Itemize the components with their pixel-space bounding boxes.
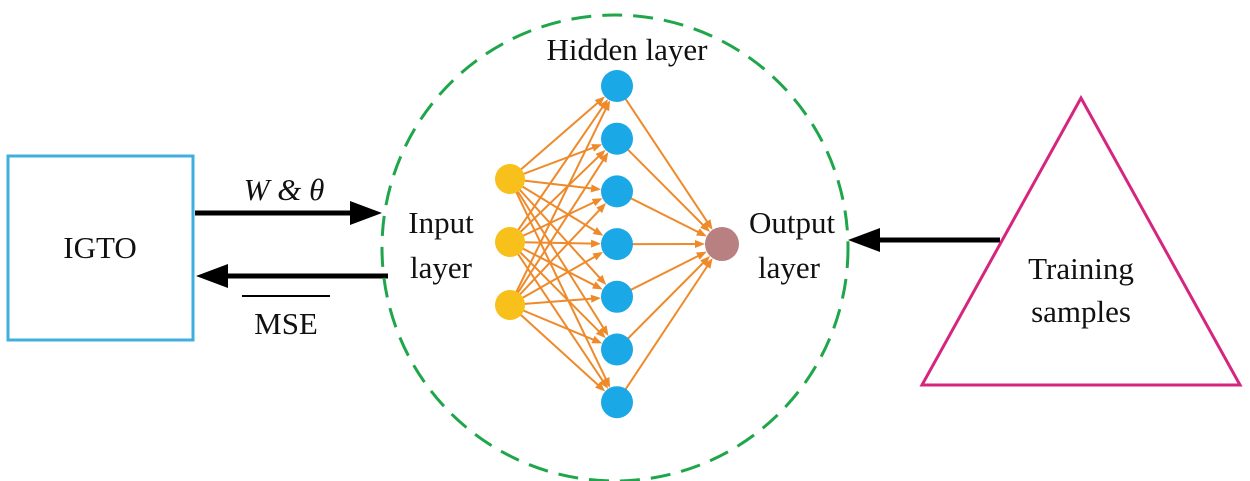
input-node-2 bbox=[495, 227, 525, 257]
connection-input-2-hidden-3 bbox=[509, 200, 597, 243]
network-connections bbox=[509, 85, 713, 403]
connection-input-1-hidden-2 bbox=[509, 145, 596, 180]
hidden-node-3 bbox=[601, 175, 633, 208]
connection-input-2-hidden-7-head bbox=[599, 378, 609, 389]
connection-hidden-6-output bbox=[616, 260, 706, 351]
input-node-3 bbox=[495, 290, 525, 320]
connection-input-3-hidden-2 bbox=[509, 157, 606, 306]
connection-input-2-hidden-6 bbox=[509, 241, 602, 334]
connection-hidden-7-output-head bbox=[703, 258, 713, 269]
connection-input-1-hidden-1-head bbox=[594, 96, 605, 107]
connection-input-2-hidden-2 bbox=[509, 153, 602, 243]
connection-input-1-hidden-6-head bbox=[599, 325, 609, 336]
igto-box bbox=[6, 154, 195, 342]
connection-hidden-5-output-head bbox=[696, 251, 707, 260]
training-samples-triangle bbox=[919, 94, 1243, 387]
connection-input-3-hidden-3 bbox=[509, 207, 602, 306]
input-layer-label-line1: Input bbox=[408, 205, 474, 240]
hidden-node-1 bbox=[601, 70, 633, 102]
connection-input-3-hidden-7-head bbox=[595, 381, 606, 392]
training-arrow bbox=[848, 228, 1000, 252]
connection-input-3-hidden-3-head bbox=[596, 203, 607, 214]
igto-label: IGTO bbox=[63, 230, 136, 265]
training-samples-label-line1: Training bbox=[1028, 251, 1134, 286]
connection-input-1-hidden-4-head bbox=[592, 227, 604, 236]
connection-input-2-hidden-6-head bbox=[595, 328, 606, 339]
input-node-1 bbox=[495, 164, 525, 194]
backward-arrow bbox=[196, 264, 388, 288]
connection-input-1-hidden-5 bbox=[509, 178, 603, 281]
backward-arrow-label: MSE bbox=[254, 306, 318, 341]
network-nodes bbox=[495, 70, 739, 419]
connection-input-2-hidden-4-head bbox=[590, 239, 602, 248]
connection-input-2-hidden-7 bbox=[509, 241, 606, 384]
connection-input-2-hidden-1 bbox=[509, 104, 605, 243]
connection-input-2-hidden-3-head bbox=[591, 198, 603, 207]
connection-input-2-hidden-5-head bbox=[592, 281, 603, 290]
connection-input-3-hidden-7 bbox=[509, 304, 601, 388]
connection-input-3-hidden-5-head bbox=[590, 294, 602, 303]
connection-input-3-hidden-2-head bbox=[599, 152, 609, 163]
output-layer-label-line1: Output bbox=[749, 205, 836, 240]
output-layer-label-line2: layer bbox=[758, 250, 821, 285]
hidden-node-7 bbox=[601, 386, 633, 419]
connection-input-1-hidden-3-head bbox=[590, 184, 602, 193]
connection-hidden-6-output-head bbox=[700, 256, 711, 266]
forward-arrow-label: W & θ bbox=[244, 172, 325, 207]
training-samples-label-line2: samples bbox=[1031, 294, 1131, 329]
connection-input-3-hidden-6-head bbox=[591, 335, 603, 344]
connection-hidden-1-output-head bbox=[703, 219, 713, 230]
connection-input-2-hidden-5 bbox=[509, 241, 597, 288]
output-node bbox=[705, 227, 739, 261]
hidden-node-2 bbox=[601, 122, 633, 155]
connection-hidden-2-output-head bbox=[700, 222, 710, 232]
connection-hidden-4-output-head bbox=[694, 240, 705, 249]
input-layer-label-line2: layer bbox=[410, 250, 473, 285]
network-boundary bbox=[380, 13, 850, 481]
connection-input-3-hidden-1 bbox=[509, 106, 608, 306]
connection-input-3-hidden-4 bbox=[509, 254, 598, 306]
connection-input-2-hidden-2-head bbox=[595, 149, 606, 160]
connection-hidden-3-output-head bbox=[696, 228, 707, 237]
connection-hidden-7-output bbox=[616, 263, 710, 403]
connection-input-1-hidden-1 bbox=[509, 100, 601, 180]
connection-hidden-2-output bbox=[616, 137, 706, 228]
connection-input-1-hidden-4 bbox=[509, 178, 598, 233]
connection-input-1-hidden-2-head bbox=[591, 144, 603, 152]
hidden-node-5 bbox=[601, 280, 633, 313]
hidden-node-4 bbox=[601, 228, 633, 261]
hidden-node-6 bbox=[601, 333, 633, 366]
connection-input-3-hidden-1-head bbox=[601, 100, 610, 112]
connection-input-3-hidden-6 bbox=[509, 304, 597, 342]
connection-input-1-hidden-7 bbox=[509, 178, 608, 382]
forward-arrow bbox=[195, 201, 382, 225]
connection-input-1-hidden-5-head bbox=[596, 274, 607, 285]
connection-hidden-1-output bbox=[616, 85, 710, 225]
hidden-layer-label: Hidden layer bbox=[547, 32, 709, 67]
connection-input-3-hidden-4-head bbox=[592, 252, 604, 261]
